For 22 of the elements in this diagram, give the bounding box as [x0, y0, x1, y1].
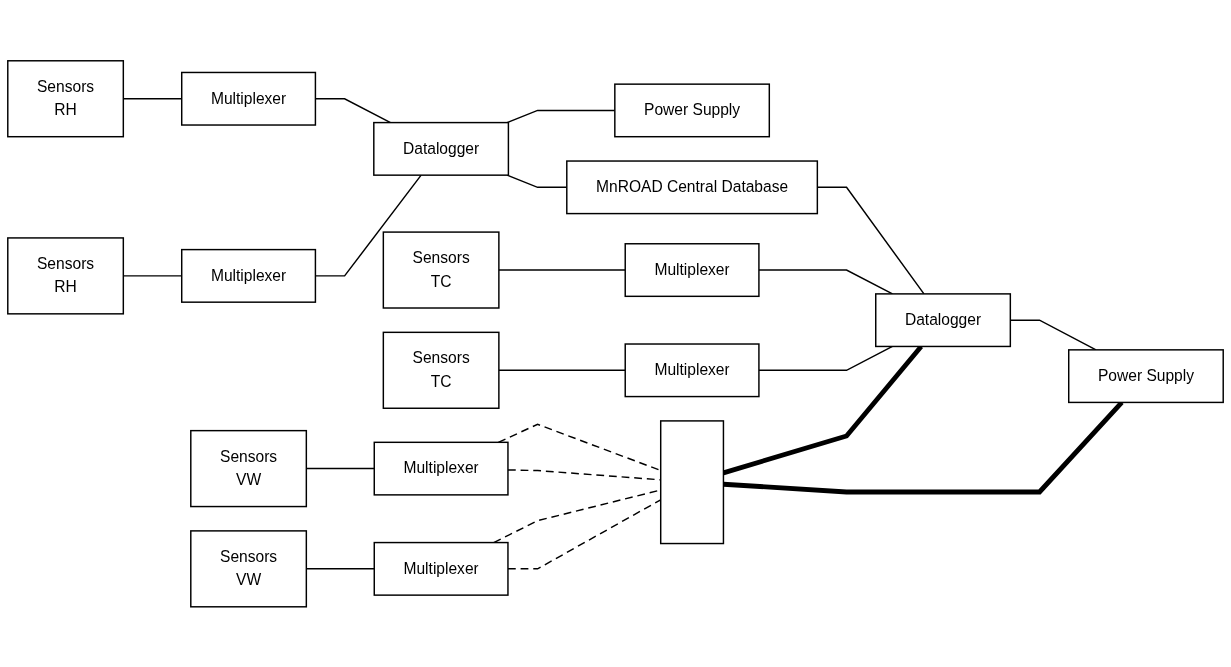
- connector: [498, 369, 626, 371]
- node-box: Multiplexer: [624, 242, 760, 297]
- node-box: Multiplexer: [373, 541, 509, 596]
- connector: [758, 345, 894, 371]
- node-box: [660, 419, 725, 544]
- node-box: Power Supply: [1068, 348, 1224, 403]
- node-box: Datalogger: [373, 121, 510, 176]
- node-box: Multiplexer: [181, 71, 317, 126]
- node-box: Sensors RH: [7, 59, 125, 138]
- node-box: Sensors TC: [382, 231, 500, 309]
- node-box: Power Supply: [614, 83, 771, 138]
- node-box: Multiplexer: [624, 343, 760, 397]
- node-box: Sensors RH: [7, 236, 125, 315]
- connector: [498, 269, 626, 271]
- node-box: MnROAD Central Database: [566, 160, 819, 215]
- node-box: Multiplexer: [373, 441, 509, 496]
- node-box: Datalogger: [875, 292, 1012, 347]
- node-box: Sensors VW: [190, 529, 308, 608]
- node-box: Multiplexer: [181, 248, 317, 303]
- node-box: Sensors TC: [382, 331, 500, 409]
- node-box: Sensors VW: [190, 429, 308, 507]
- connector: [758, 269, 894, 295]
